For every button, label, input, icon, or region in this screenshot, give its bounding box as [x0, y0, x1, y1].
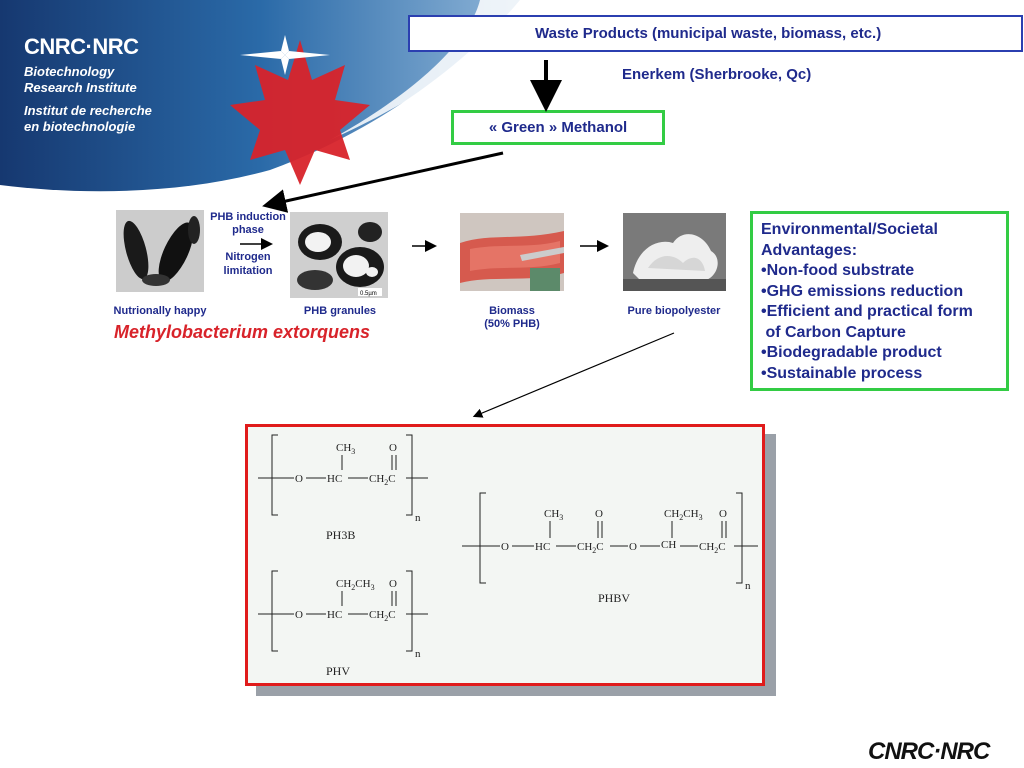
phv-ch2ch3: CH2CH3 — [336, 578, 375, 592]
polyester-image — [623, 213, 726, 291]
phv-o: O — [295, 609, 303, 621]
advantage-item: •GHG emissions reduction — [761, 282, 964, 300]
stage-label-granules: PHB granules — [303, 305, 377, 317]
advantage-item: of Carbon Capture — [761, 323, 906, 341]
arrow-polyester-to-structures — [472, 332, 675, 418]
ph3b-label: PH3B — [326, 528, 355, 542]
phbv-ch2c-1: CH2C — [577, 541, 604, 555]
phv-structure — [258, 570, 428, 652]
phbv-label: PHBV — [598, 591, 630, 605]
waste-products-label: Waste Products (municipal waste, biomass… — [535, 25, 882, 42]
advantage-item: •Efficient and practical form — [761, 303, 973, 320]
institute-en-line1: Biotechnology — [24, 64, 115, 79]
phbv-o1: O — [501, 541, 509, 553]
waste-products-box: Waste Products (municipal waste, biomass… — [408, 15, 1023, 52]
green-methanol-box: « Green » Methanol — [451, 110, 665, 145]
phv-n: n — [415, 648, 421, 660]
phbv-carbonyl-o1: O — [595, 508, 603, 520]
phv-carbonyl-o: O — [389, 578, 397, 590]
ph3b-structure — [258, 434, 428, 516]
phv-ch2c: CH2C — [369, 609, 396, 623]
ph3b-ch2c: CH2C — [369, 473, 396, 487]
enerkem-label: Enerkem (Sherbrooke, Qc) — [622, 66, 812, 83]
ph3b-ch3: CH3 — [336, 442, 355, 456]
phv-label: PHV — [326, 664, 350, 678]
ph3b-o: O — [295, 473, 303, 485]
institute-fr-line2: en biotechnologie — [24, 119, 136, 134]
induction-label-line1: PHB induction — [210, 211, 286, 223]
advantages-box: Environmental/Societal Advantages: •Non-… — [750, 211, 1009, 391]
phbv-ch: CH — [661, 539, 676, 551]
phbv-ch2ch3: CH2CH3 — [664, 508, 703, 522]
ph3b-carbonyl-o: O — [389, 442, 397, 454]
organism-name: Methylobacterium extorquens — [114, 322, 371, 342]
phbv-ch3: CH3 — [544, 508, 563, 522]
phbv-carbonyl-o2: O — [719, 508, 727, 520]
arrow-methanol-to-culture — [262, 151, 504, 213]
green-methanol-label: « Green » Methanol — [488, 119, 628, 136]
advantage-item: •Non-food substrate — [761, 262, 915, 279]
stage-label-happy: Nutrionally happy — [113, 305, 207, 317]
stage-sublabel-biomass: (50% PHB) — [484, 318, 540, 330]
advantages-title-line1: Environmental/Societal — [761, 221, 938, 238]
stage-label-biomass: Biomass — [489, 305, 535, 317]
phbv-n: n — [745, 580, 751, 592]
chemical-structures: O HC CH2C CH3 O n PH3B O HC CH2C CH2CH3 … — [258, 434, 758, 678]
maple-leaf-icon — [230, 40, 370, 185]
phbv-structure — [462, 492, 758, 584]
phbv-hc: HC — [535, 541, 550, 553]
induction-label-line2: phase — [232, 224, 264, 236]
phbv-ch2c-2: CH2C — [699, 541, 726, 555]
micrograph-happy-image — [116, 210, 204, 292]
biomass-image — [460, 213, 564, 291]
footer-logo: CNRC·NRC — [868, 738, 990, 765]
org-logo: CNRC·NRC — [24, 34, 139, 59]
ph3b-hc: HC — [327, 473, 342, 485]
phbv-o2: O — [629, 541, 637, 553]
header-banner — [0, 0, 540, 192]
sparkle-icon — [240, 35, 330, 75]
advantage-item: •Biodegradable product — [761, 344, 942, 361]
nitrogen-label-line2: limitation — [223, 265, 273, 277]
micrograph-granules-image: 0.5µm — [290, 212, 388, 298]
nitrogen-label-line1: Nitrogen — [225, 251, 271, 263]
institute-en-line2: Research Institute — [24, 80, 137, 95]
advantage-item: •Sustainable process — [761, 364, 923, 382]
stage-label-polyester: Pure biopolyester — [627, 305, 721, 317]
advantages-title-line2: Advantages: — [761, 241, 858, 259]
structures-panel: O HC CH2C CH3 O n PH3B O HC CH2C CH2CH3 … — [245, 424, 765, 686]
ph3b-n: n — [415, 512, 421, 524]
scale-bar-label: 0.5µm — [360, 291, 377, 297]
institute-fr-line1: Institut de recherche — [24, 103, 152, 118]
phv-hc: HC — [327, 609, 342, 621]
